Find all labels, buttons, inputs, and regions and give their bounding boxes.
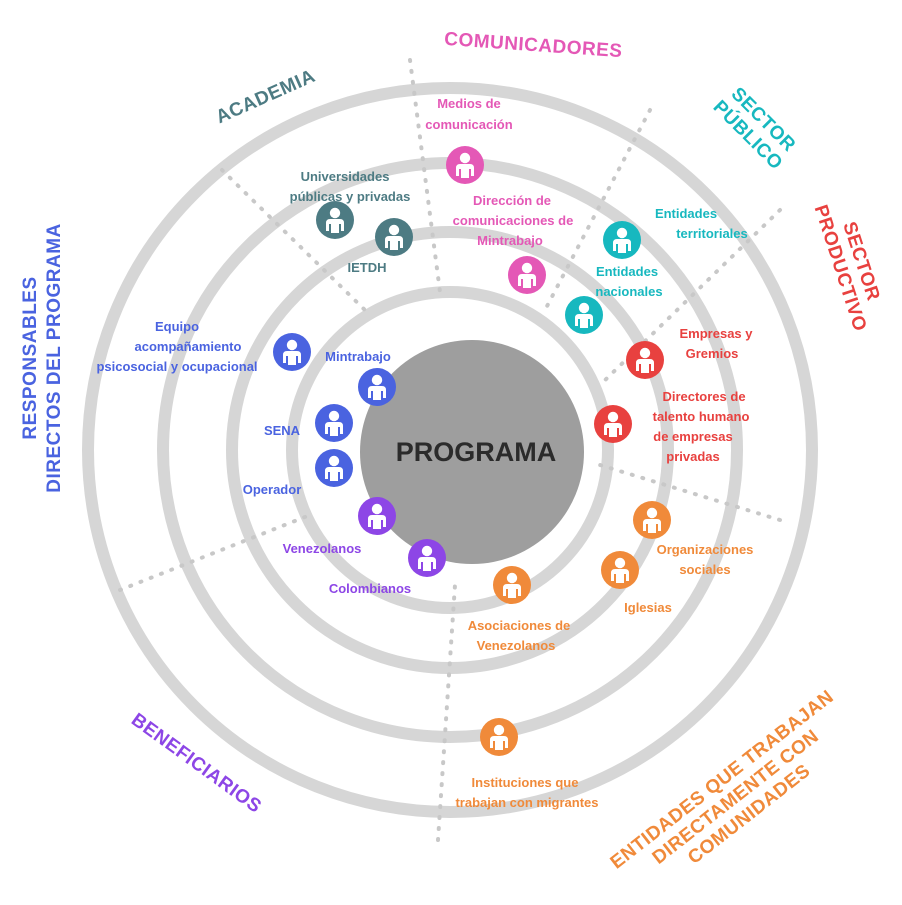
divider-comunicadores-publico: [543, 108, 652, 312]
ring-outer: [82, 82, 818, 818]
person-icon-iglesias: [601, 551, 639, 589]
category-beneficiarios: BENEFICIARIOS: [127, 709, 265, 817]
ring-second: [226, 226, 674, 674]
label-entidades-nacionales: Entidades nacionales: [595, 264, 662, 299]
person-icon-asociaciones: [493, 566, 531, 604]
category-responsables-line1: RESPONSABLES: [20, 276, 41, 439]
label-direccion-line2: comunicaciones de: [453, 213, 574, 228]
label-directores-cont: de empresas privadas: [653, 429, 733, 464]
person-icon-ietdh: [375, 218, 413, 256]
stakeholder-labels: Medios de comunicación Universidades púb…: [96, 96, 753, 810]
person-icon-sena: [315, 404, 353, 442]
label-medios-line2: comunicación: [425, 117, 512, 132]
label-colombianos: Colombianos: [329, 581, 411, 596]
category-responsables-line2: DIRECTOS DEL PROGRAMA: [44, 223, 65, 493]
label-directores-line3: de empresas: [653, 429, 733, 444]
center-circle: [360, 340, 584, 564]
label-direccion-line1: Dirección de: [473, 193, 551, 208]
label-entidades-territoriales-line1: Entidades: [655, 206, 717, 221]
label-directores-line1: Directores de: [662, 389, 745, 404]
label-operador: Operador: [243, 482, 302, 497]
person-icon-universidades: [316, 201, 354, 239]
label-instituciones-line2: trabajan con migrantes: [455, 795, 598, 810]
stakeholder-icons: [273, 146, 671, 756]
label-asociaciones-line1: Asociaciones de: [468, 618, 571, 633]
person-icon-mintrabajo: [358, 368, 396, 406]
label-equipo: Equipo acompañamiento psicosocial y ocup…: [96, 319, 257, 374]
label-asociaciones: Asociaciones de Venezolanos: [468, 618, 571, 653]
person-icon-direccion: [508, 256, 546, 294]
label-venezolanos: Venezolanos: [283, 541, 362, 556]
divider-productivo-entidades: [598, 463, 782, 522]
label-entidades-territoriales: Entidades territoriales: [655, 206, 748, 241]
person-icon-entidades-territoriales: [603, 221, 641, 259]
label-direccion-line3: Mintrabajo: [477, 233, 543, 248]
label-equipo-line1: Equipo: [155, 319, 199, 334]
divider-beneficiarios-entidades: [436, 583, 457, 842]
label-empresas-line1: Empresas y: [680, 326, 754, 341]
person-icon-operador: [315, 449, 353, 487]
label-direccion: Dirección de comunicaciones de Mintrabaj…: [453, 193, 574, 248]
person-icon-empresas: [626, 341, 664, 379]
label-equipo-line3: psicosocial y ocupacional: [96, 359, 257, 374]
label-organizaciones: Organizaciones sociales: [657, 542, 754, 577]
label-medios-line1: Medios de: [437, 96, 501, 111]
label-sena: SENA: [264, 423, 301, 438]
label-asociaciones-line2: Venezolanos: [477, 638, 556, 653]
category-sector-productivo: SECTOR PRODUCTIVO: [810, 202, 884, 334]
person-icon-directores: [594, 405, 632, 443]
label-universidades-line2: públicas y privadas: [290, 189, 411, 204]
label-ietdh: IETDH: [348, 260, 387, 275]
person-icon-instituciones: [480, 718, 518, 756]
category-sector-publico: SECTOR PÚBLICO: [709, 84, 800, 175]
label-instituciones-line1: Instituciones que: [472, 775, 579, 790]
center-title: PROGRAMA: [396, 437, 557, 467]
divider-academia-responsables: [220, 168, 372, 317]
label-mintrabajo: Mintrabajo: [325, 349, 391, 364]
label-universidades: Universidades públicas y privadas: [290, 169, 411, 204]
category-comunicadores: COMUNICADORES: [444, 29, 624, 62]
label-instituciones: Instituciones que trabajan con migrantes: [455, 775, 598, 810]
person-icon-medios: [446, 146, 484, 184]
person-icon-colombianos: [408, 539, 446, 577]
divider-responsables-beneficiarios: [118, 513, 312, 592]
ring-inner: [286, 286, 614, 614]
category-entidades: ENTIDADES QUE TRABAJAN DIRECTAMENTE CON …: [607, 686, 838, 873]
label-entidades-territoriales-line2: territoriales: [676, 226, 748, 241]
category-responsables: RESPONSABLES DIRECTOS DEL PROGRAMA: [20, 223, 65, 493]
label-organizaciones-line2: sociales: [679, 562, 730, 577]
label-organizaciones-line1: Organizaciones: [657, 542, 754, 557]
label-iglesias: Iglesias: [624, 600, 672, 615]
label-universidades-line1: Universidades: [301, 169, 390, 184]
label-entidades-nacionales-line1: Entidades: [596, 264, 658, 279]
person-icon-venezolanos: [358, 497, 396, 535]
label-entidades-nacionales-line2: nacionales: [595, 284, 662, 299]
category-entidades-line2: DIRECTAMENTE CON: [649, 726, 824, 869]
label-empresas-line2: Gremios: [686, 346, 739, 361]
label-medios: Medios de comunicación: [425, 96, 512, 132]
label-empresas: Empresas y Gremios: [680, 326, 754, 361]
label-equipo-line2: acompañamiento: [135, 339, 242, 354]
label-directores-line2: talento humano: [653, 409, 750, 424]
label-directores: Directores de talento humano: [653, 389, 750, 424]
person-icon-organizaciones: [633, 501, 671, 539]
person-icon-entidades-nacionales: [565, 296, 603, 334]
label-directores-line4: privadas: [666, 449, 719, 464]
person-icon-equipo: [273, 333, 311, 371]
